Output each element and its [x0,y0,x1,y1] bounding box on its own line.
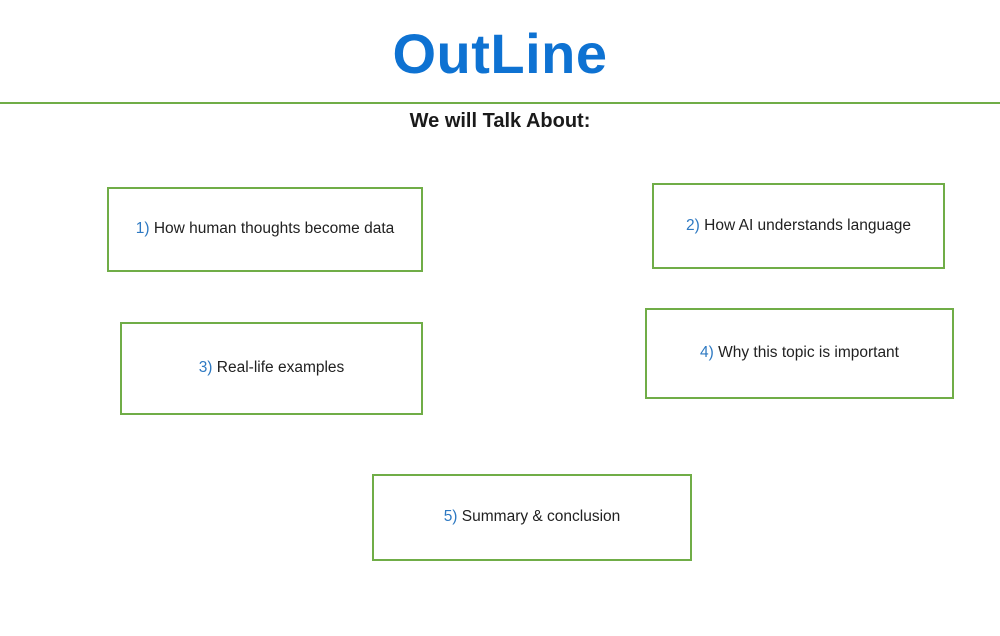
outline-box-1-label: How human thoughts become data [153,220,395,238]
outline-box-1-text: 1) How human thoughts become data [136,218,395,240]
outline-box-2-label: How AI understands language [704,216,911,234]
outline-box-4: 4) Why this topic is important [645,308,954,399]
page-title: OutLine [392,22,608,85]
outline-box-3-text: 3) Real-life examples [199,357,345,379]
outline-box-5-number: 5) [443,508,458,526]
title-divider-line [0,102,1000,104]
outline-box-2: 2) How AI understands language [652,183,945,269]
outline-box-5-label: Summary & conclusion [461,508,621,526]
outline-box-4-label: Why this topic is important [718,344,899,362]
outline-box-3: 3) Real-life examples [120,322,423,415]
outline-box-4-number: 4) [699,344,714,362]
outline-box-5-text: 5) Summary & conclusion [444,506,621,528]
outline-box-3-label: Real-life examples [216,359,345,377]
outline-box-4-text: 4) Why this topic is important [700,342,899,364]
outline-box-1-number: 1) [135,220,150,238]
outline-box-2-number: 2) [686,216,700,234]
outline-box-1: 1) How human thoughts become data [107,187,423,272]
outline-box-3-number: 3) [198,359,213,377]
outline-box-2-text: 2) How AI understands language [686,215,911,237]
outline-box-5: 5) Summary & conclusion [372,474,692,561]
slide-subtitle: We will Talk About: [409,110,591,132]
